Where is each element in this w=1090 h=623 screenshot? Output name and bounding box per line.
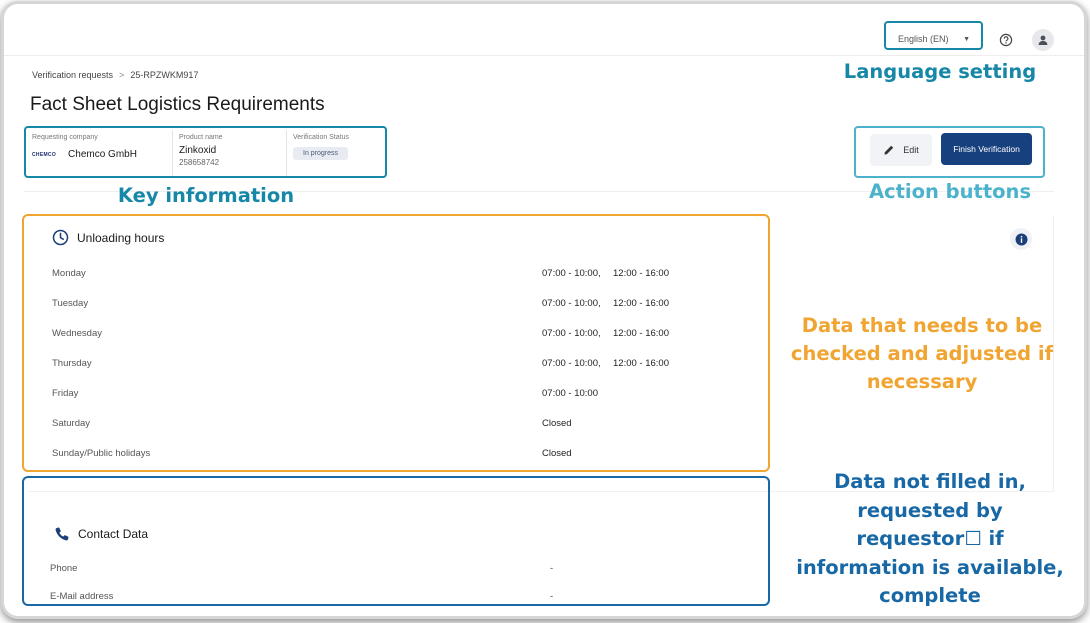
status-badge: In progress <box>293 147 349 160</box>
table-row: Friday 07:00 - 10:00 <box>52 388 712 406</box>
finish-verification-label: Finish Verification <box>953 144 1020 154</box>
unloading-hours-header: Unloading hours <box>52 229 164 246</box>
time-slot-2: 12:00 - 16:00 <box>613 358 669 369</box>
product-name: Zinkoxid <box>179 145 217 156</box>
day-label: Saturday <box>52 418 91 429</box>
table-row: Saturday Closed <box>52 418 712 436</box>
divider <box>24 191 1054 192</box>
table-row: Tuesday 07:00 - 10:00, 12:00 - 16:00 <box>52 298 712 316</box>
time-slot-1: 07:00 - 10:00, <box>542 298 601 309</box>
top-bar: English (EN) ▼ <box>4 4 1084 56</box>
content-card <box>28 216 1054 492</box>
user-avatar-icon[interactable] <box>1032 29 1054 51</box>
breadcrumb-current: 25-RPZWKM917 <box>130 70 199 80</box>
phone-icon <box>55 527 69 541</box>
annotation-missing-data: Data not filled in, requested by request… <box>796 470 1064 607</box>
pencil-icon <box>884 145 894 155</box>
annotation-check-data: Data that needs to be checked and adjust… <box>790 314 1054 393</box>
verification-status-label: Verification Status <box>293 134 350 141</box>
app-window: English (EN) ▼ Verification requests > 2… <box>4 4 1084 616</box>
time-slot-2: 12:00 - 16:00 <box>613 268 669 279</box>
contact-phone-value: - <box>550 563 554 574</box>
requesting-company-cell: Requesting company CHEMCO Chemco GmbH <box>26 130 172 178</box>
table-row: Wednesday 07:00 - 10:00, 12:00 - 16:00 <box>52 328 712 346</box>
product-number: 258658742 <box>179 158 220 167</box>
table-row: Monday 07:00 - 10:00, 12:00 - 16:00 <box>52 268 712 286</box>
company-logo: CHEMCO <box>32 151 57 158</box>
time-slot-1: 07:00 - 10:00, <box>542 268 601 279</box>
edit-button[interactable]: Edit <box>870 134 932 166</box>
day-label: Tuesday <box>52 298 89 309</box>
time-slot-2: 12:00 - 16:00 <box>613 298 669 309</box>
breadcrumb: Verification requests > 25-RPZWKM917 <box>32 70 198 80</box>
edit-button-label: Edit <box>903 145 919 155</box>
contact-email-value: - <box>550 591 554 602</box>
info-icon[interactable] <box>1010 228 1032 250</box>
key-info-panel: Requesting company CHEMCO Chemco GmbH Pr… <box>26 130 384 178</box>
day-label: Monday <box>52 268 86 279</box>
table-row: Sunday/Public holidays Closed <box>52 448 712 466</box>
time-slot-1: 07:00 - 10:00, <box>542 358 601 369</box>
day-label: Friday <box>52 388 79 399</box>
time-slot-1: Closed <box>542 418 572 429</box>
contact-phone-label: Phone <box>50 563 78 574</box>
caret-down-icon: ▼ <box>963 35 970 43</box>
language-select[interactable]: English (EN) ▼ <box>898 28 970 50</box>
breadcrumb-separator: > <box>119 70 125 80</box>
requesting-company-label: Requesting company <box>32 134 98 141</box>
clock-icon <box>52 229 69 246</box>
unloading-hours-title: Unloading hours <box>77 230 165 245</box>
company-name: Chemco GmbH <box>68 149 137 160</box>
time-slot-1: 07:00 - 10:00 <box>542 388 598 399</box>
help-icon[interactable] <box>996 30 1016 50</box>
product-name-cell: Product name Zinkoxid 258658742 <box>172 130 286 178</box>
annotation-language: Language setting <box>843 60 1037 83</box>
day-label: Wednesday <box>52 328 102 339</box>
product-name-label: Product name <box>179 134 223 141</box>
finish-verification-button[interactable]: Finish Verification <box>941 133 1032 165</box>
annotation-key-info: Key information <box>117 184 295 207</box>
contact-email-label: E-Mail address <box>50 591 114 602</box>
language-select-value: English (EN) <box>898 34 949 44</box>
breadcrumb-link-verification-requests[interactable]: Verification requests <box>32 70 114 80</box>
contact-data-title: Contact Data <box>78 527 149 541</box>
day-label: Thursday <box>52 358 92 369</box>
time-slot-1: Closed <box>542 448 572 459</box>
contact-data-header: Contact Data <box>54 526 148 542</box>
page-title: Fact Sheet Logistics Requirements <box>30 94 325 115</box>
table-row: Thursday 07:00 - 10:00, 12:00 - 16:00 <box>52 358 712 376</box>
verification-status-cell: Verification Status In progress <box>286 130 384 178</box>
annotation-actions: Action buttons <box>868 180 1032 203</box>
time-slot-1: 07:00 - 10:00, <box>542 328 601 339</box>
time-slot-2: 12:00 - 16:00 <box>613 328 669 339</box>
day-label: Sunday/Public holidays <box>52 448 151 459</box>
